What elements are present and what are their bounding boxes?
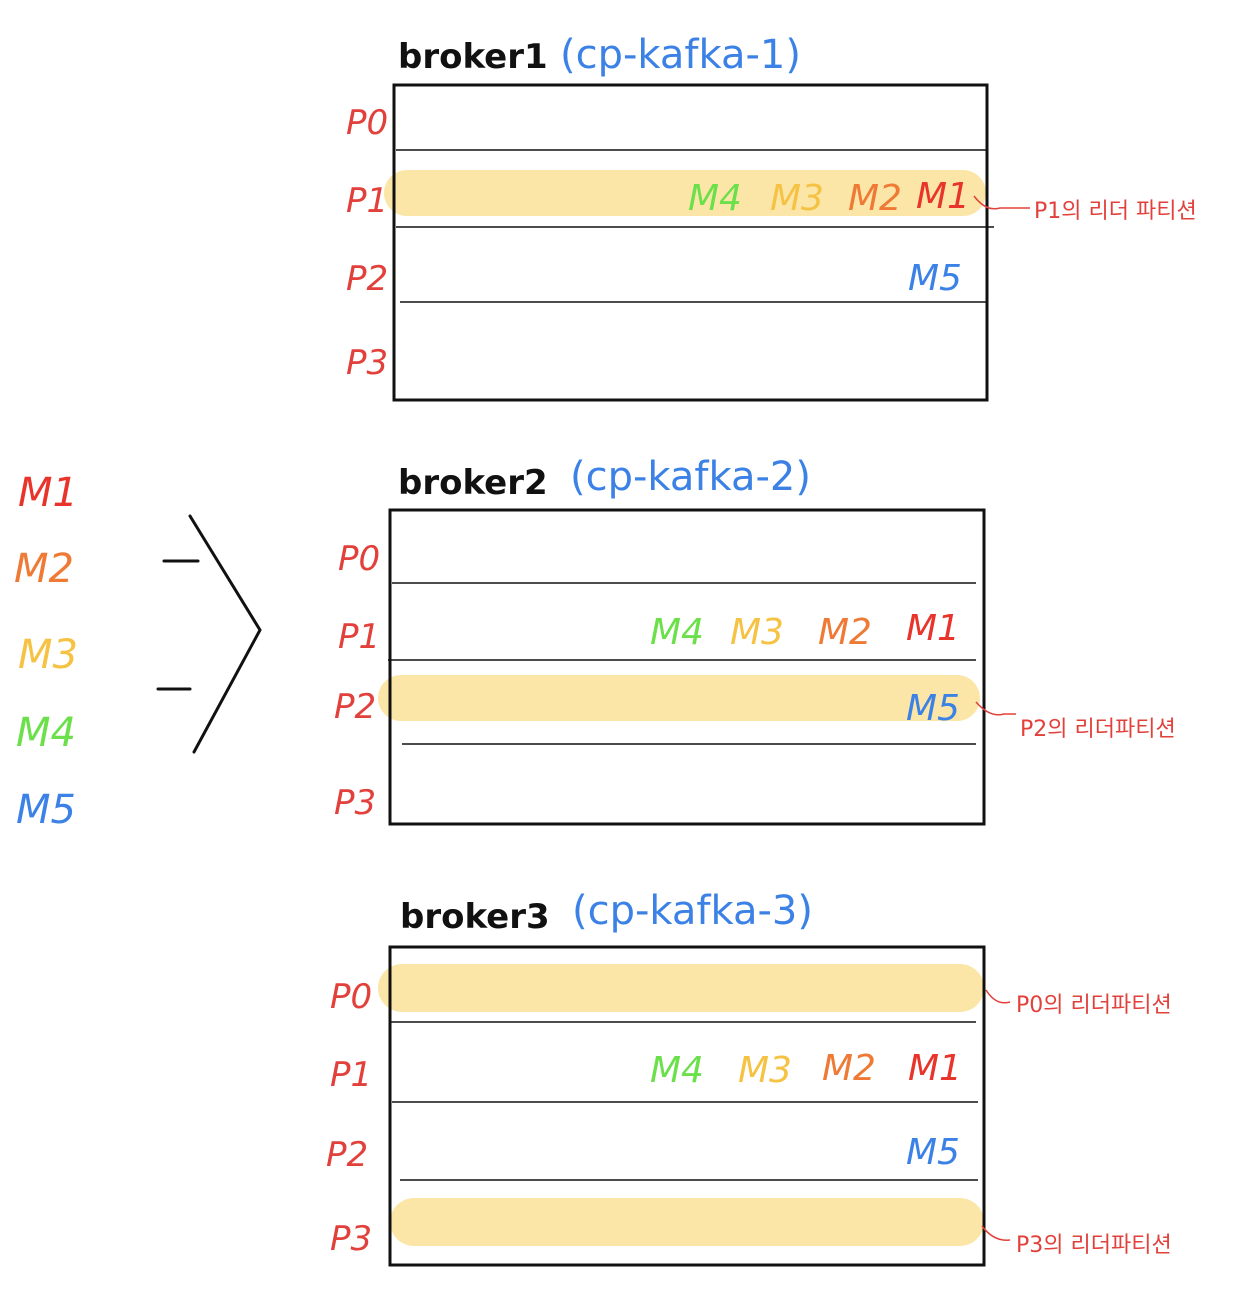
broker2-p2-message-m5: M5 — [906, 688, 960, 729]
broker3-partition-label: P3 — [330, 1219, 372, 1259]
broker2-partition-label: P2 — [334, 687, 376, 727]
broker1: broker1 (cp-kafka-1) P0 P1 P2 P3 M4 M3 M… — [346, 32, 1197, 402]
broker2-cluster-name: (cp-kafka-2) — [570, 454, 811, 500]
broker2-partition-label: P3 — [334, 783, 376, 823]
broker3-p1-message-m1: M1 — [908, 1048, 962, 1089]
broker1-p1-message-m2: M2 — [848, 178, 902, 219]
broker3-p3-leader-note-connector — [981, 1225, 1011, 1241]
legend-m2: M2 — [14, 546, 74, 592]
broker2-title: broker2 — [398, 463, 548, 503]
broker2-p1-message-m4: M4 — [650, 612, 704, 653]
broker1-leader-note: P1의 리더 파티션 — [1034, 199, 1197, 224]
broker2-box — [388, 508, 986, 826]
legend-m5: M5 — [16, 787, 76, 833]
broker3-box — [388, 945, 986, 1267]
broker3-p0-leader-highlight — [378, 964, 984, 1012]
legend-m1: M1 — [18, 470, 78, 516]
legend-m4: M4 — [16, 710, 76, 756]
broker2-p1-message-m3: M3 — [730, 612, 784, 653]
broker3-p2-message-m5: M5 — [906, 1132, 960, 1173]
broker3-partition-label: P2 — [326, 1135, 368, 1175]
broker3-p3-leader-note: P3의 리더파티션 — [1016, 1233, 1172, 1258]
broker1-p1-leader-highlight — [384, 170, 986, 216]
broker3-p1-message-m3: M3 — [738, 1050, 792, 1091]
broker1-p1-message-m1: M1 — [916, 176, 970, 217]
broker1-p2-message-m5: M5 — [908, 258, 962, 299]
broker2-leader-note-connector — [975, 701, 1016, 716]
broker2-p1-message-m2: M2 — [818, 612, 872, 653]
broker1-partition-label: P0 — [346, 103, 388, 143]
broker3-p1-message-m4: M4 — [650, 1050, 704, 1091]
broker3-partition-label: P1 — [330, 1055, 372, 1095]
legend-m3: M3 — [18, 632, 78, 678]
broker3-p0-leader-note-connector — [985, 989, 1011, 1004]
broker2-p1-message-m1: M1 — [906, 608, 960, 649]
broker3-title: broker3 — [400, 897, 550, 937]
broker2-partition-label: P0 — [338, 539, 380, 579]
broker1-partition-label: P3 — [346, 343, 388, 383]
broker1-partition-label: P2 — [346, 259, 388, 299]
broker3-cluster-name: (cp-kafka-3) — [572, 888, 813, 934]
broker1-leader-note-connector — [973, 195, 1030, 210]
broker1-title: broker1 — [398, 37, 548, 77]
broker2: broker2 (cp-kafka-2) P0 P1 P2 P3 M4 M3 M… — [334, 454, 1176, 826]
broker3-p0-leader-note: P0의 리더파티션 — [1016, 993, 1172, 1018]
broker1-box — [392, 83, 989, 402]
broker2-leader-note: P2의 리더파티션 — [1020, 717, 1176, 742]
broker1-cluster-name: (cp-kafka-1) — [560, 32, 801, 78]
broker3-p3-leader-highlight — [390, 1198, 984, 1246]
message-legend: M1 M2 M3 M4 M5 — [14, 470, 78, 833]
distribution-arrow — [156, 514, 262, 754]
broker1-p1-message-m4: M4 — [688, 178, 742, 219]
broker1-partition-label: P1 — [346, 181, 388, 221]
broker1-p1-message-m3: M3 — [770, 178, 824, 219]
broker3-partition-label: P0 — [330, 977, 372, 1017]
broker2-partition-label: P1 — [338, 617, 380, 657]
broker3-p1-message-m2: M2 — [822, 1048, 876, 1089]
broker2-p2-leader-highlight — [378, 675, 980, 721]
broker3: broker3 (cp-kafka-3) P0 P1 P2 P3 M4 M3 M… — [326, 888, 1172, 1267]
